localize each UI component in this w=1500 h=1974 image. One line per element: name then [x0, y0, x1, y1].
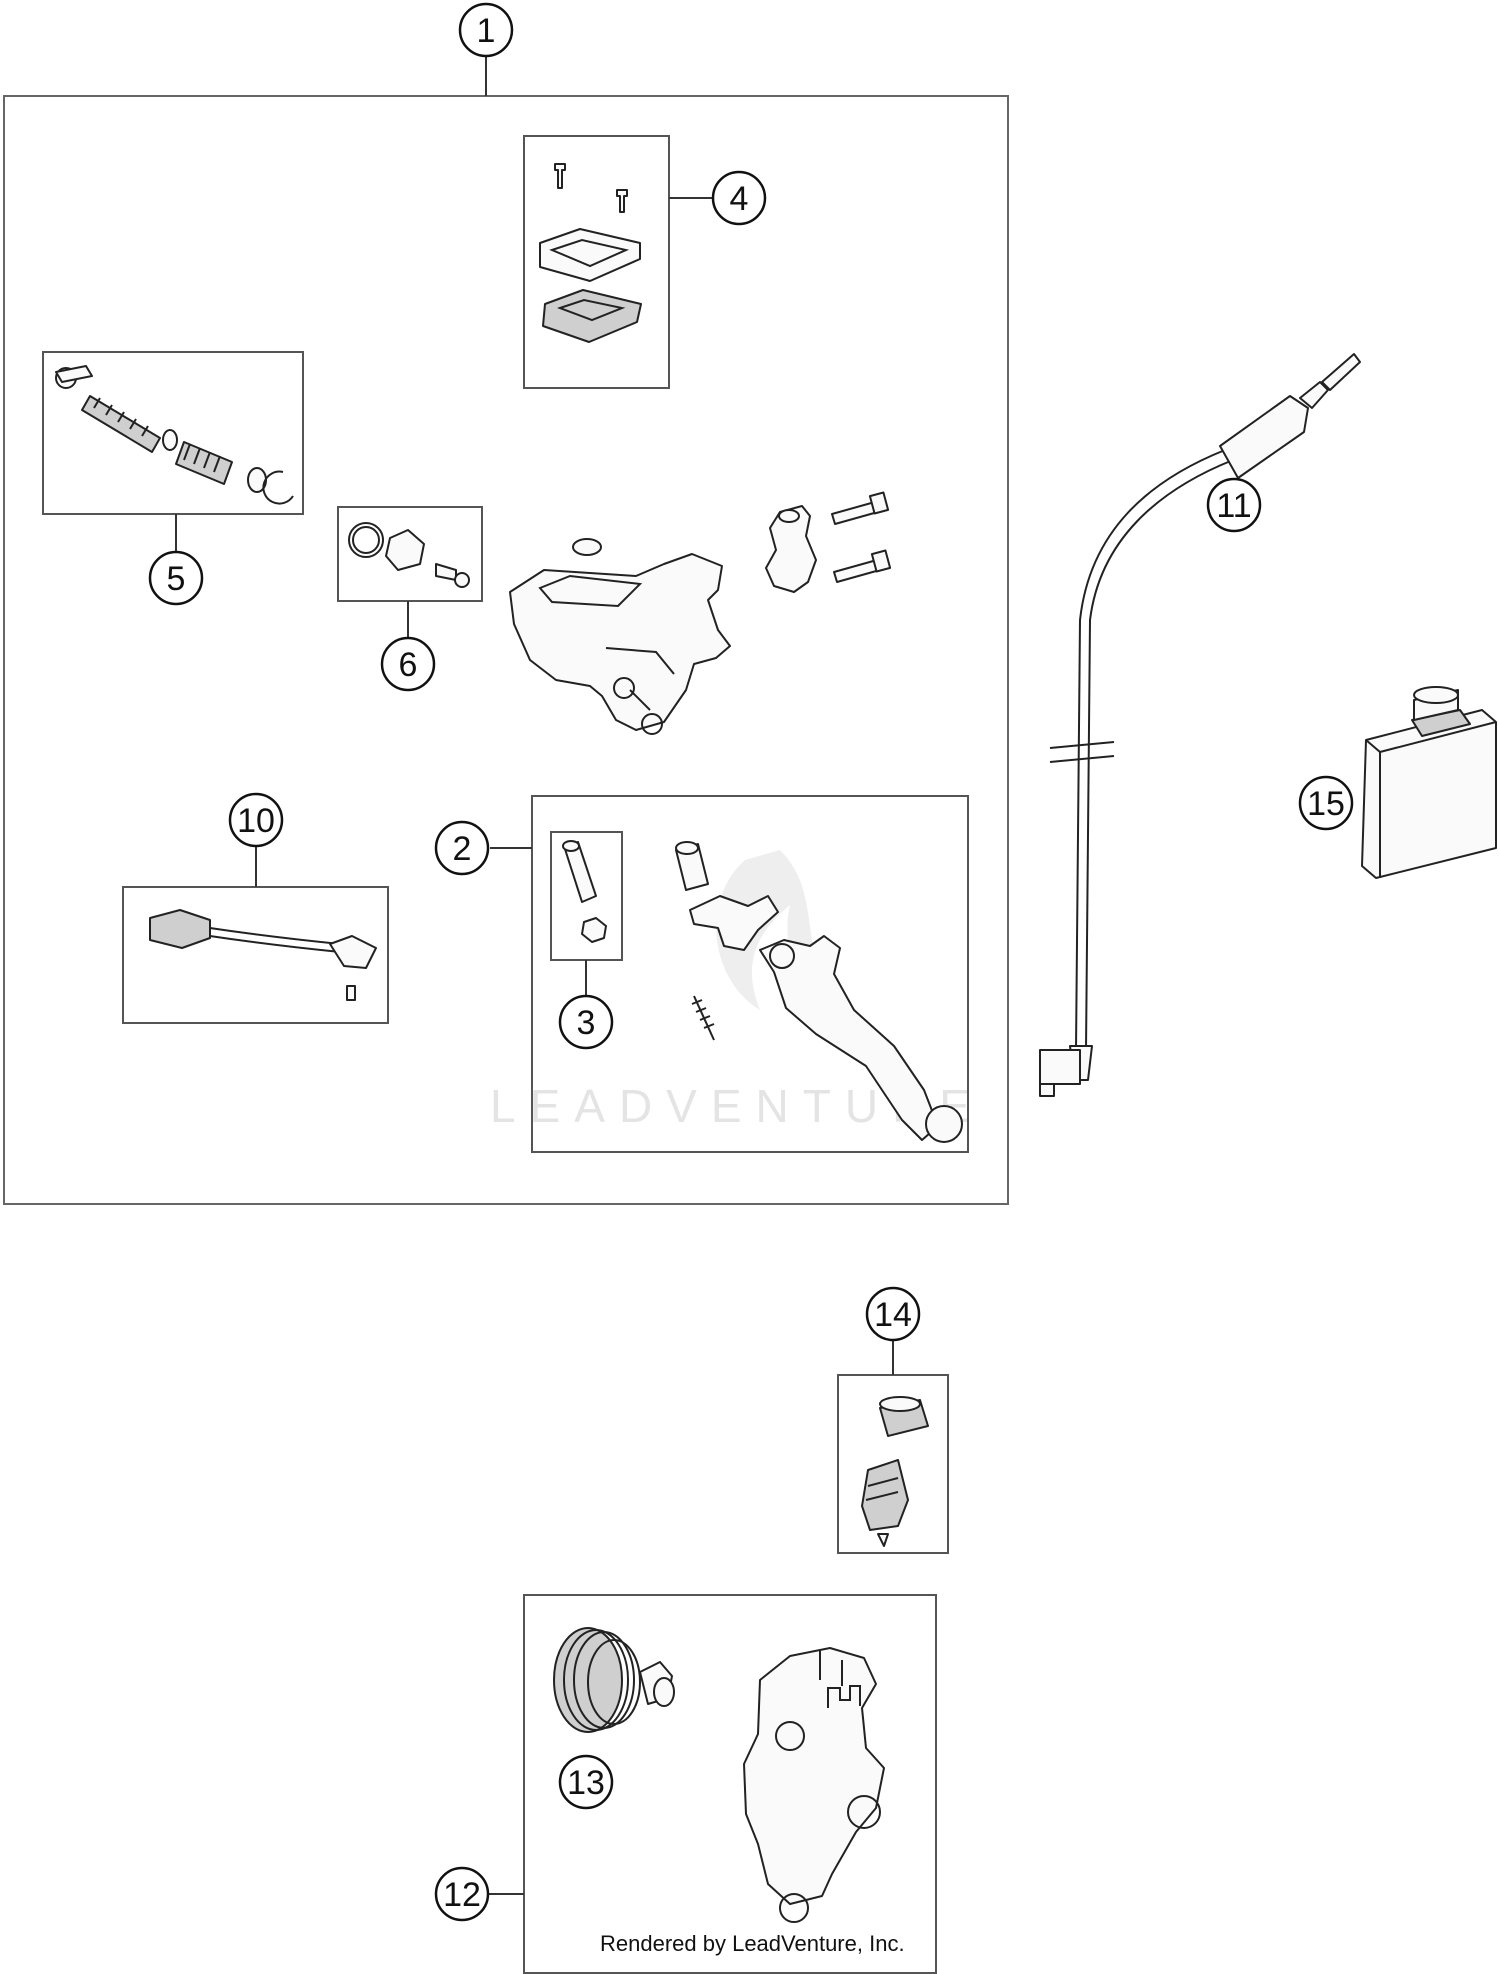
- callout-label-4: 4: [730, 180, 749, 218]
- callout-label-15: 15: [1307, 785, 1345, 823]
- callout-label-12: 12: [443, 1876, 481, 1914]
- slave-piston-kit: [861, 1396, 929, 1547]
- callout-label-5: 5: [167, 560, 186, 598]
- piston-kit: [55, 365, 294, 505]
- callout-label-10: 10: [237, 802, 275, 840]
- leader-lines: [175, 56, 894, 1895]
- seal-kit: [348, 522, 470, 588]
- assembly-box-1: [3, 95, 1009, 1205]
- box-2: [531, 795, 969, 1153]
- clutch-lever: [675, 841, 963, 1143]
- box-5: [42, 351, 304, 515]
- box-4: [523, 135, 670, 389]
- slave-piston: [553, 1627, 675, 1733]
- box-12: [523, 1594, 937, 1974]
- callout-12: 12: [434, 1866, 490, 1922]
- fluid-bottle: [1361, 686, 1497, 879]
- clutch-switch: [149, 909, 377, 1001]
- callout-1: 1: [458, 2, 514, 58]
- callout-11: 11: [1206, 477, 1262, 533]
- callout-5: 5: [148, 550, 204, 606]
- callout-label-1: 1: [477, 12, 496, 50]
- hydraulic-line: [1039, 353, 1361, 1097]
- slave-cylinder: [743, 1647, 885, 1923]
- callout-2: 2: [434, 820, 490, 876]
- callout-15: 15: [1298, 775, 1354, 831]
- callout-label-13: 13: [567, 1764, 605, 1802]
- callout-4: 4: [711, 170, 767, 226]
- callout-label-11: 11: [1216, 487, 1251, 525]
- box-6: [337, 506, 483, 602]
- pivot-pin: [562, 840, 607, 943]
- callout-label-2: 2: [453, 830, 472, 868]
- callout-label-3: 3: [577, 1004, 596, 1042]
- callout-13: 13: [558, 1754, 614, 1810]
- master-cylinder-body: [509, 538, 731, 735]
- callout-10: 10: [228, 792, 284, 848]
- callout-label-14: 14: [874, 1296, 912, 1334]
- callout-3: 3: [558, 994, 614, 1050]
- render-credit: Rendered by LeadVenture, Inc.: [600, 1931, 905, 1956]
- callout-14: 14: [865, 1286, 921, 1342]
- handlebar-clamp: [765, 491, 892, 593]
- reservoir-cover-kit: [539, 163, 642, 343]
- callout-6: 6: [380, 636, 436, 692]
- callout-label-6: 6: [399, 646, 418, 684]
